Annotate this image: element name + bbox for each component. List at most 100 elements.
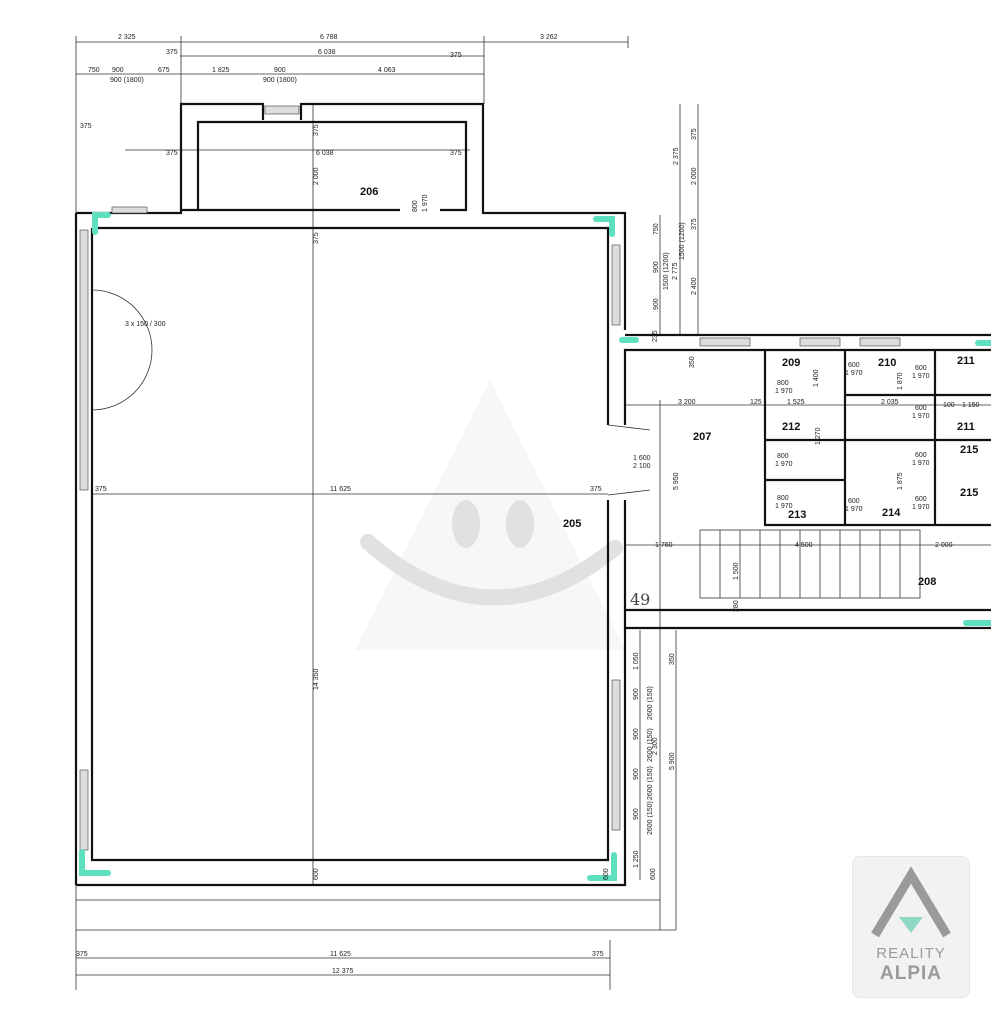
dim-text: 1 970 <box>775 503 793 510</box>
dim-text: 375 <box>450 150 462 157</box>
dim-text: 12 375 <box>332 968 354 975</box>
logo-text-reality: REALITY <box>876 945 946 962</box>
dim-text: 1 270 <box>815 427 822 445</box>
dim-text: 375 <box>76 951 88 958</box>
dim-text: 1 600 <box>633 455 651 462</box>
dim-text: 750 <box>88 67 100 74</box>
dim-text: 1 825 <box>212 67 230 74</box>
dim-text: 1 760 <box>655 542 673 549</box>
dim-text: 900 <box>633 728 640 740</box>
dim-text: 1 500 <box>733 562 740 580</box>
dim-text: 800 <box>777 453 789 460</box>
room-label-209: 209 <box>782 357 800 369</box>
dim-text: 5 950 <box>673 472 680 490</box>
dim-text: 900 (1800) <box>263 77 297 84</box>
room-label-215: 215 <box>960 444 978 456</box>
dim-text: 235 <box>652 330 659 342</box>
room-label-210: 210 <box>878 357 896 369</box>
dim-text: 375 <box>450 52 462 59</box>
dim-text: 600 <box>650 868 657 880</box>
room-label-213: 213 <box>788 509 806 521</box>
dim-text: 4 500 <box>795 542 813 549</box>
dim-text: 600 <box>915 365 927 372</box>
dim-text: 800 <box>777 380 789 387</box>
dim-text: 100 <box>943 402 955 409</box>
dim-text: 900 (1800) <box>110 77 144 84</box>
dim-text: 750 <box>653 223 660 235</box>
dim-text: 600 <box>313 868 320 880</box>
dim-text: 1 250 <box>633 850 640 868</box>
dim-text: 600 <box>603 868 610 880</box>
dim-text: 6 038 <box>316 150 334 157</box>
dim-text: 2 375 <box>673 147 680 165</box>
dim-text: 11 625 <box>330 951 351 958</box>
dim-text: 4 063 <box>378 67 396 74</box>
dim-text: 3 262 <box>540 34 558 41</box>
dim-text: 600 <box>848 362 860 369</box>
dim-text: 900 <box>633 768 640 780</box>
dim-text: 2 000 <box>935 542 953 549</box>
dim-text: 375 <box>166 150 178 157</box>
dim-text: 125 <box>750 399 762 406</box>
dim-text: 6 788 <box>320 34 338 41</box>
room-label-211: 211 <box>957 421 975 433</box>
dimension-lines <box>75 36 991 990</box>
room-label-205: 205 <box>563 518 581 530</box>
dim-text: 600 <box>915 452 927 459</box>
dim-text: 2600 (150) <box>647 728 654 762</box>
dim-text: 2 400 <box>691 277 698 295</box>
dim-text: 900 <box>274 67 286 74</box>
dim-text: 1 970 <box>775 461 793 468</box>
dim-text: 375 <box>313 124 320 136</box>
dim-text: 3 200 <box>678 399 696 406</box>
room-label-207: 207 <box>693 431 711 443</box>
dim-text: 2 035 <box>881 399 899 406</box>
logo-mountain-icon <box>871 866 951 938</box>
dim-text: 14 350 <box>313 668 320 690</box>
dim-text: 2 000 <box>691 167 698 185</box>
dim-text: 280 <box>733 600 740 612</box>
corner-markers <box>79 212 991 881</box>
dim-text: 900 <box>653 298 660 310</box>
dim-text: 1 970 <box>845 506 863 513</box>
dim-text: 900 <box>633 688 640 700</box>
dim-text: 2600 (150) <box>647 686 654 720</box>
room-label-215: 215 <box>960 487 978 499</box>
dim-text: 800 <box>412 200 419 212</box>
dim-text: 1 970 <box>912 504 930 511</box>
dim-text: 2600 (150) <box>647 801 654 835</box>
room-label-212: 212 <box>782 421 800 433</box>
dim-text: 375 <box>313 232 320 244</box>
dim-text: 800 <box>777 495 789 502</box>
dim-text: 2 100 <box>633 463 651 470</box>
logo-text-alpia: ALPIA <box>880 963 942 984</box>
dim-text: 375 <box>691 128 698 140</box>
room-label-214: 214 <box>882 507 901 519</box>
dim-text: 1 970 <box>912 460 930 467</box>
dim-text: 600 <box>915 496 927 503</box>
dim-text: 375 <box>95 486 107 493</box>
dim-text: 1 525 <box>787 399 805 406</box>
dim-text: 1500 (1200) <box>663 252 670 290</box>
dim-text: 900 <box>653 261 660 273</box>
dim-text: 2 300 <box>652 737 659 755</box>
dim-text: 1 050 <box>633 652 640 670</box>
dim-text: 600 <box>915 405 927 412</box>
dim-text: 1500 (1200) <box>679 222 686 260</box>
dim-text: 11 625 <box>330 486 351 493</box>
dim-text: 3 x 150 / 300 <box>125 321 166 328</box>
dim-text: 900 <box>112 67 124 74</box>
reality-alpia-logo: REALITY ALPIA <box>852 856 970 998</box>
dim-text: 375 <box>691 218 698 230</box>
dim-text: 350 <box>689 356 696 368</box>
dim-text: 1 875 <box>897 472 904 490</box>
dim-text: 1 970 <box>912 413 930 420</box>
dim-text: 350 <box>669 653 676 665</box>
dim-text: 1 970 <box>422 194 429 212</box>
dim-text: 375 <box>166 49 178 56</box>
dim-text: 1 870 <box>897 372 904 390</box>
dim-text: 2 775 <box>672 262 679 280</box>
dim-text: 1 150 <box>962 402 980 409</box>
staircase-208 <box>699 529 921 599</box>
